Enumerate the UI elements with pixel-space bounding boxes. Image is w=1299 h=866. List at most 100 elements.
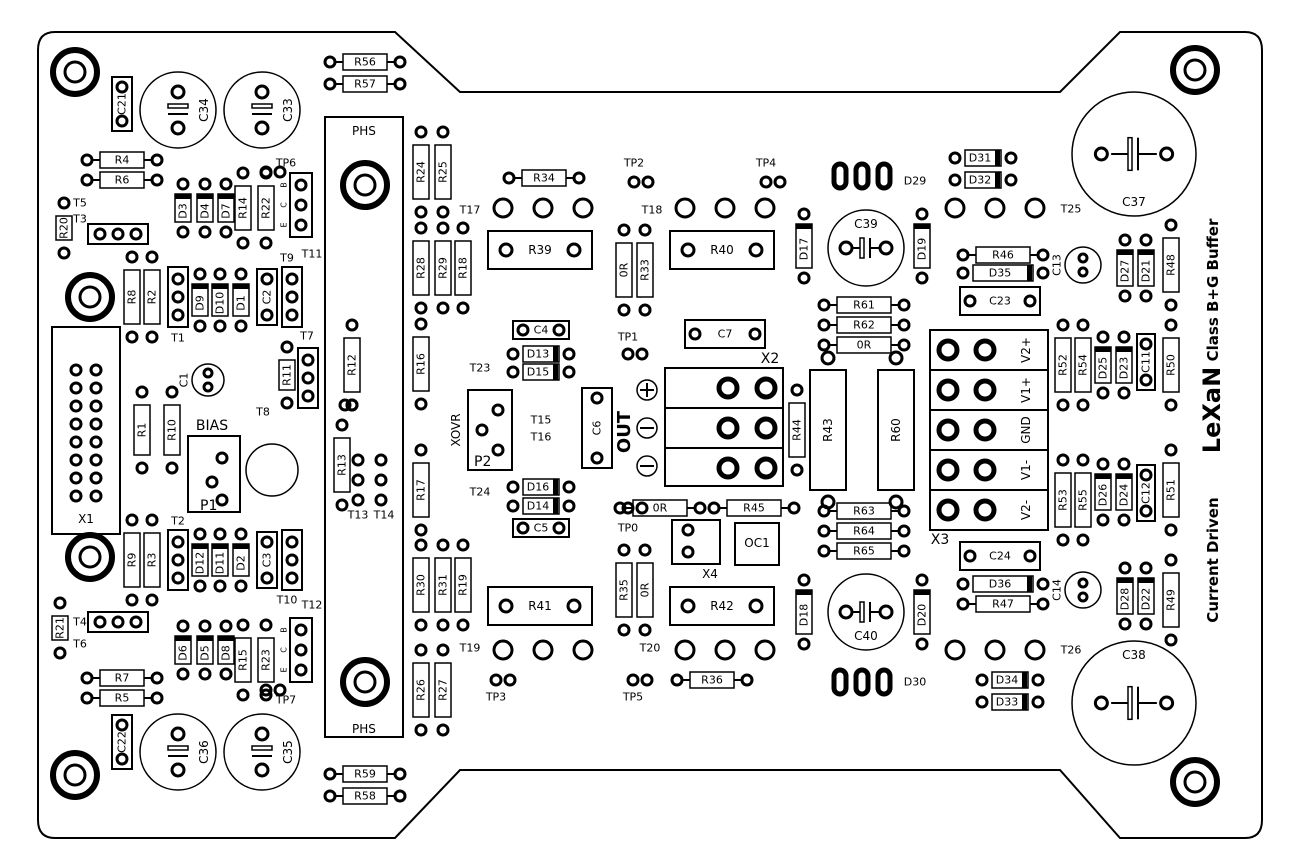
component-label: D27 — [1119, 260, 1132, 282]
label-t8: T8 — [255, 406, 270, 419]
component-label: D23 — [1118, 357, 1131, 379]
component-label: D12 — [194, 552, 207, 574]
oval-pad — [875, 667, 893, 697]
x3-v2p: V2+ — [1019, 337, 1033, 363]
diode-d3: D3 — [174, 177, 192, 239]
component-label: R26 — [415, 679, 428, 701]
transistor-body — [281, 529, 303, 591]
resistor-r2: R2 — [143, 250, 161, 344]
component-label: C34 — [197, 98, 211, 122]
component-label: R55 — [1077, 489, 1090, 511]
label-t11: T11 — [301, 248, 323, 261]
capacitor-c6: C6 — [581, 387, 613, 469]
electrolytic-c1: C1 — [178, 363, 225, 397]
component-label: R10 — [166, 419, 179, 441]
component-label: D10 — [214, 292, 227, 314]
resistor-r10: R10 — [163, 385, 181, 475]
x3-v1p: V1+ — [1019, 377, 1033, 403]
component-label: R4 — [115, 154, 130, 167]
label-t24: T24 — [469, 486, 491, 499]
resistor-r23: R23 — [257, 618, 275, 702]
label-t23: T23 — [469, 362, 491, 375]
component-label: C40 — [854, 629, 878, 643]
resistor-r4: R4 — [80, 151, 164, 169]
resistor-r50: R50 — [1162, 318, 1180, 412]
component-label: R60 — [889, 418, 903, 442]
capacitor-c3: C3 — [256, 531, 278, 589]
resistor-r14: R14 — [234, 166, 252, 250]
pin-b-label: B — [280, 627, 289, 633]
component-label: TP5 — [622, 691, 643, 704]
capacitor-c21: C21 — [111, 76, 133, 132]
component-layer: R56R57R4R6R7R5R59R58R34R36R46R47R61R620R… — [51, 53, 1197, 805]
to247-pads — [674, 639, 776, 661]
diode-d5: D5 — [196, 619, 214, 681]
resistor-r24: R24 — [412, 125, 430, 219]
component-label: R51 — [1165, 479, 1178, 501]
power-resistor-r43: R43 — [809, 350, 847, 510]
x3-pads — [939, 341, 994, 519]
x2-pads — [719, 379, 775, 477]
resistor-r0a: 0R — [817, 336, 911, 354]
diode-d7: D7 — [217, 177, 235, 239]
component-label: R24 — [415, 161, 428, 183]
component-label: R33 — [639, 259, 652, 281]
diode-d2: D2 — [232, 527, 250, 593]
resistor-r0b: 0R — [615, 223, 633, 317]
electrolytic-c36: C36 — [139, 713, 217, 791]
electrolytic-c34: C34 — [139, 71, 217, 149]
component-label: R15 — [237, 649, 250, 671]
component-label: D22 — [1140, 588, 1153, 610]
component-label: D34 — [996, 674, 1018, 687]
x3-v1m: V1- — [1019, 460, 1033, 480]
component-label: R9 — [126, 553, 139, 568]
board-outline — [37, 31, 1263, 839]
resistor-r3: R3 — [143, 513, 161, 607]
component-label: R30 — [415, 574, 428, 596]
label-t20: T20 — [639, 642, 661, 655]
component-label: C24 — [989, 550, 1011, 563]
power-resistor-r40: R40 — [669, 230, 775, 270]
component-label: R45 — [743, 502, 765, 515]
resistor-r33: R33 — [636, 223, 654, 317]
transistor-body — [87, 223, 149, 245]
capacitor-c11: C11 — [1136, 333, 1156, 391]
diode-d28: D28 — [1116, 561, 1134, 631]
diode-d35: D35 — [956, 264, 1050, 282]
capacitor-c12: C12 — [1136, 464, 1156, 522]
component-label: R63 — [853, 505, 875, 518]
oval-pad — [875, 161, 893, 191]
component-label: R54 — [1077, 354, 1090, 376]
capacitor-c5: C5 — [512, 518, 570, 538]
component-label: 0R — [618, 262, 631, 277]
bias-pot-outline — [187, 435, 241, 513]
diode-d25: D25 — [1094, 330, 1112, 400]
out-label: OUT — [614, 410, 635, 453]
label-t7: T7 — [299, 330, 314, 343]
resistor-r54: R54 — [1074, 318, 1092, 412]
subtitle-class: Class B+G Buffer — [1204, 218, 1222, 361]
transistor-body — [167, 266, 189, 328]
connector-x2 — [664, 367, 784, 487]
testpoint-tp6: TP6 — [259, 157, 296, 179]
resistor-r45: R45 — [707, 499, 801, 517]
label-t4: T4 — [72, 616, 87, 629]
component-label: R5 — [115, 692, 130, 705]
component-label: D4 — [199, 203, 212, 218]
capacitor-c7: C7 — [684, 319, 766, 349]
resistor-r20: R20 — [55, 196, 73, 260]
component-label: D25 — [1097, 357, 1110, 379]
component-label: D18 — [798, 604, 811, 626]
component-label: 0R — [857, 339, 872, 352]
power-resistor-r42: R42 — [669, 586, 775, 626]
resistor-r0d: 0R — [636, 543, 654, 637]
diode-d27: D27 — [1116, 233, 1134, 303]
component-label: TP3 — [485, 691, 506, 704]
component-label: R52 — [1057, 354, 1070, 376]
electrolytic-c14: C14 — [1051, 571, 1102, 609]
component-label: R6 — [115, 174, 130, 187]
component-label: D26 — [1097, 484, 1110, 506]
diode-d11: D11 — [211, 527, 229, 593]
component-label: C33 — [281, 98, 295, 122]
diode-d22: D22 — [1137, 561, 1155, 631]
